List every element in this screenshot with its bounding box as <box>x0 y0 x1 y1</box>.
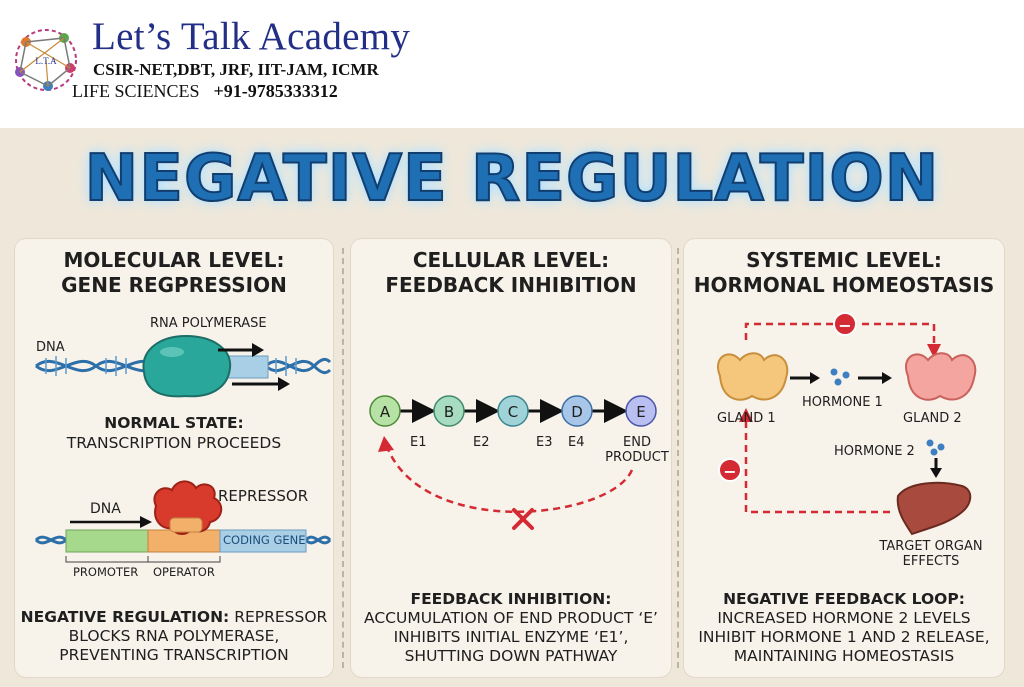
enzyme-e1-label: E1 <box>410 435 427 450</box>
operator-binding-site <box>169 517 203 533</box>
molecular-caption-line2: BLOCKS RNA POLYMERASE, <box>68 627 280 645</box>
molecular-caption-line3: PREVENTING TRANSCRIPTION <box>59 646 289 664</box>
node-c-circle <box>497 395 529 427</box>
gland1-inhibition-arrowhead-icon <box>739 408 753 422</box>
systemic-caption-heading: NEGATIVE FEEDBACK LOOP: <box>723 590 965 608</box>
contact-line: LIFE SCIENCES +91-9785333312 <box>72 81 338 102</box>
panel-divider <box>677 248 679 668</box>
systemic-title-line1: SYSTEMIC LEVEL: <box>746 248 942 272</box>
node-a-circle <box>369 395 401 427</box>
end-product-label: END PRODUCT <box>600 435 674 465</box>
dna-helix-top <box>35 356 332 376</box>
systemic-title-line2: HORMONAL HOMEOSTASIS <box>693 273 995 297</box>
molecular-caption: NEGATIVE REGULATION: REPRESSOR BLOCKS RN… <box>14 608 334 665</box>
molecular-title: MOLECULAR LEVEL: GENE REGPRESSION <box>14 248 334 298</box>
normal-state-text: TRANSCRIPTION PROCEEDS <box>66 434 282 452</box>
dna-label-bottom: DNA <box>90 501 121 517</box>
cellular-title: CELLULAR LEVEL: FEEDBACK INHIBITION <box>350 248 672 298</box>
target-organ-line1: TARGET ORGAN <box>879 539 983 554</box>
gland2-icon <box>905 352 977 401</box>
cellular-title-line1: CELLULAR LEVEL: <box>412 248 610 272</box>
enzyme-e3-label: E3 <box>536 435 553 450</box>
normal-state-heading: NORMAL STATE: <box>104 414 244 432</box>
cellular-caption-line2: INHIBITS INITIAL ENZYME ‘E1’, <box>393 628 629 646</box>
node-e: E <box>636 403 646 421</box>
gland1-icon <box>717 352 789 401</box>
dna-helix-bottom <box>34 535 332 545</box>
transcription-arrow-icon <box>218 343 290 391</box>
exam-list: CSIR-NET,DBT, JRF, IIT-JAM, ICMR <box>93 60 379 79</box>
target-organ-line2: EFFECTS <box>902 554 960 569</box>
systemic-caption: NEGATIVE FEEDBACK LOOP: INCREASED HORMON… <box>683 590 1005 666</box>
academy-name: Let’s Talk Academy <box>92 15 411 58</box>
coding-gene-region <box>219 529 307 553</box>
dna-direction-arrow-icon <box>70 516 152 528</box>
cellular-panel <box>350 238 672 678</box>
enzyme-e2-label: E2 <box>473 435 490 450</box>
node-e-circle <box>625 395 657 427</box>
systemic-caption-line3: MAINTAINING HOMEOSTASIS <box>733 647 955 665</box>
minus-badge-left-icon <box>718 458 742 482</box>
molecular-title-line1: MOLECULAR LEVEL: <box>63 248 285 272</box>
hormone1-label: HORMONE 1 <box>802 395 883 410</box>
header-banner: L.T.A Let’s Talk Academy CSIR-NET,DBT, J… <box>0 0 1024 128</box>
pathway-nodes <box>369 395 657 427</box>
minus-sign-top-loop: − <box>838 316 852 335</box>
subject-label: LIFE SCIENCES <box>72 81 200 101</box>
gland1-label: GLAND 1 <box>717 411 776 426</box>
phone-number: +91-9785333312 <box>213 81 338 101</box>
gland1-inhibition-path <box>744 420 890 514</box>
cellular-caption-line3: SHUTTING DOWN PATHWAY <box>404 647 618 665</box>
node-d-circle <box>561 395 593 427</box>
end-product-line2: PRODUCT <box>605 450 669 465</box>
cellular-caption-heading: FEEDBACK INHIBITION: <box>410 590 612 608</box>
cellular-caption-line1: ACCUMULATION OF END PRODUCT ‘E’ <box>364 609 658 627</box>
node-c: C <box>507 403 519 421</box>
feedback-inhibition-path <box>384 443 634 513</box>
region-bracket <box>65 556 221 563</box>
molecular-caption-rest: REPRESSOR <box>229 608 328 626</box>
molecular-caption-bold: NEGATIVE REGULATION: <box>20 608 230 626</box>
molecular-title-line2: GENE REGPRESSION <box>61 273 287 297</box>
gland2-label: GLAND 2 <box>903 411 962 426</box>
operator-label: OPERATOR <box>153 565 215 579</box>
inhibition-x-icon <box>512 508 534 530</box>
hormone2-molecules-icon <box>926 439 945 456</box>
node-b-circle <box>433 395 465 427</box>
cellular-title-line2: FEEDBACK INHIBITION <box>385 273 637 297</box>
logo-text: L.T.A <box>35 56 57 66</box>
cellular-caption: FEEDBACK INHIBITION: ACCUMULATION OF END… <box>350 590 672 666</box>
node-b: B <box>443 403 455 421</box>
coding-gene-label: CODING GENE <box>223 533 306 547</box>
minus-sign-left-loop: − <box>723 462 737 481</box>
dna-label-top: DNA <box>36 340 65 355</box>
hormone-flow-arrows <box>790 372 942 478</box>
systemic-caption-line2: INHIBIT HORMONE 1 AND 2 RELEASE, <box>698 628 990 646</box>
promoter-label: PROMOTER <box>73 565 139 579</box>
systemic-title: SYSTEMIC LEVEL: HORMONAL HOMEOSTASIS <box>683 248 1005 298</box>
panel-divider <box>342 248 344 668</box>
repressor-label: REPRESSOR <box>218 487 309 505</box>
hormone1-molecules-icon <box>830 368 850 386</box>
main-title: NEGATIVE REGULATION <box>84 141 940 217</box>
node-d: D <box>571 403 583 421</box>
enzyme-e4-label: E4 <box>568 435 585 450</box>
molecular-panel <box>14 238 334 678</box>
node-a: A <box>379 403 391 421</box>
minus-badge-top-icon <box>833 312 857 336</box>
rna-polymerase-label: RNA POLYMERASE <box>150 316 267 331</box>
target-organ-liver-icon <box>896 481 972 536</box>
target-organ-label: TARGET ORGAN EFFECTS <box>866 539 996 569</box>
systemic-panel <box>683 238 1005 678</box>
gland2-inhibition-arrowhead-icon <box>927 344 941 358</box>
end-product-line1: END <box>623 435 651 450</box>
hormone2-label: HORMONE 2 <box>834 444 915 459</box>
logo-molecule-icon <box>15 29 77 91</box>
feedback-arrowhead-icon <box>378 436 394 452</box>
academy-logo: L.T.A <box>15 29 77 91</box>
systemic-caption-line1: INCREASED HORMONE 2 LEVELS <box>717 609 971 627</box>
